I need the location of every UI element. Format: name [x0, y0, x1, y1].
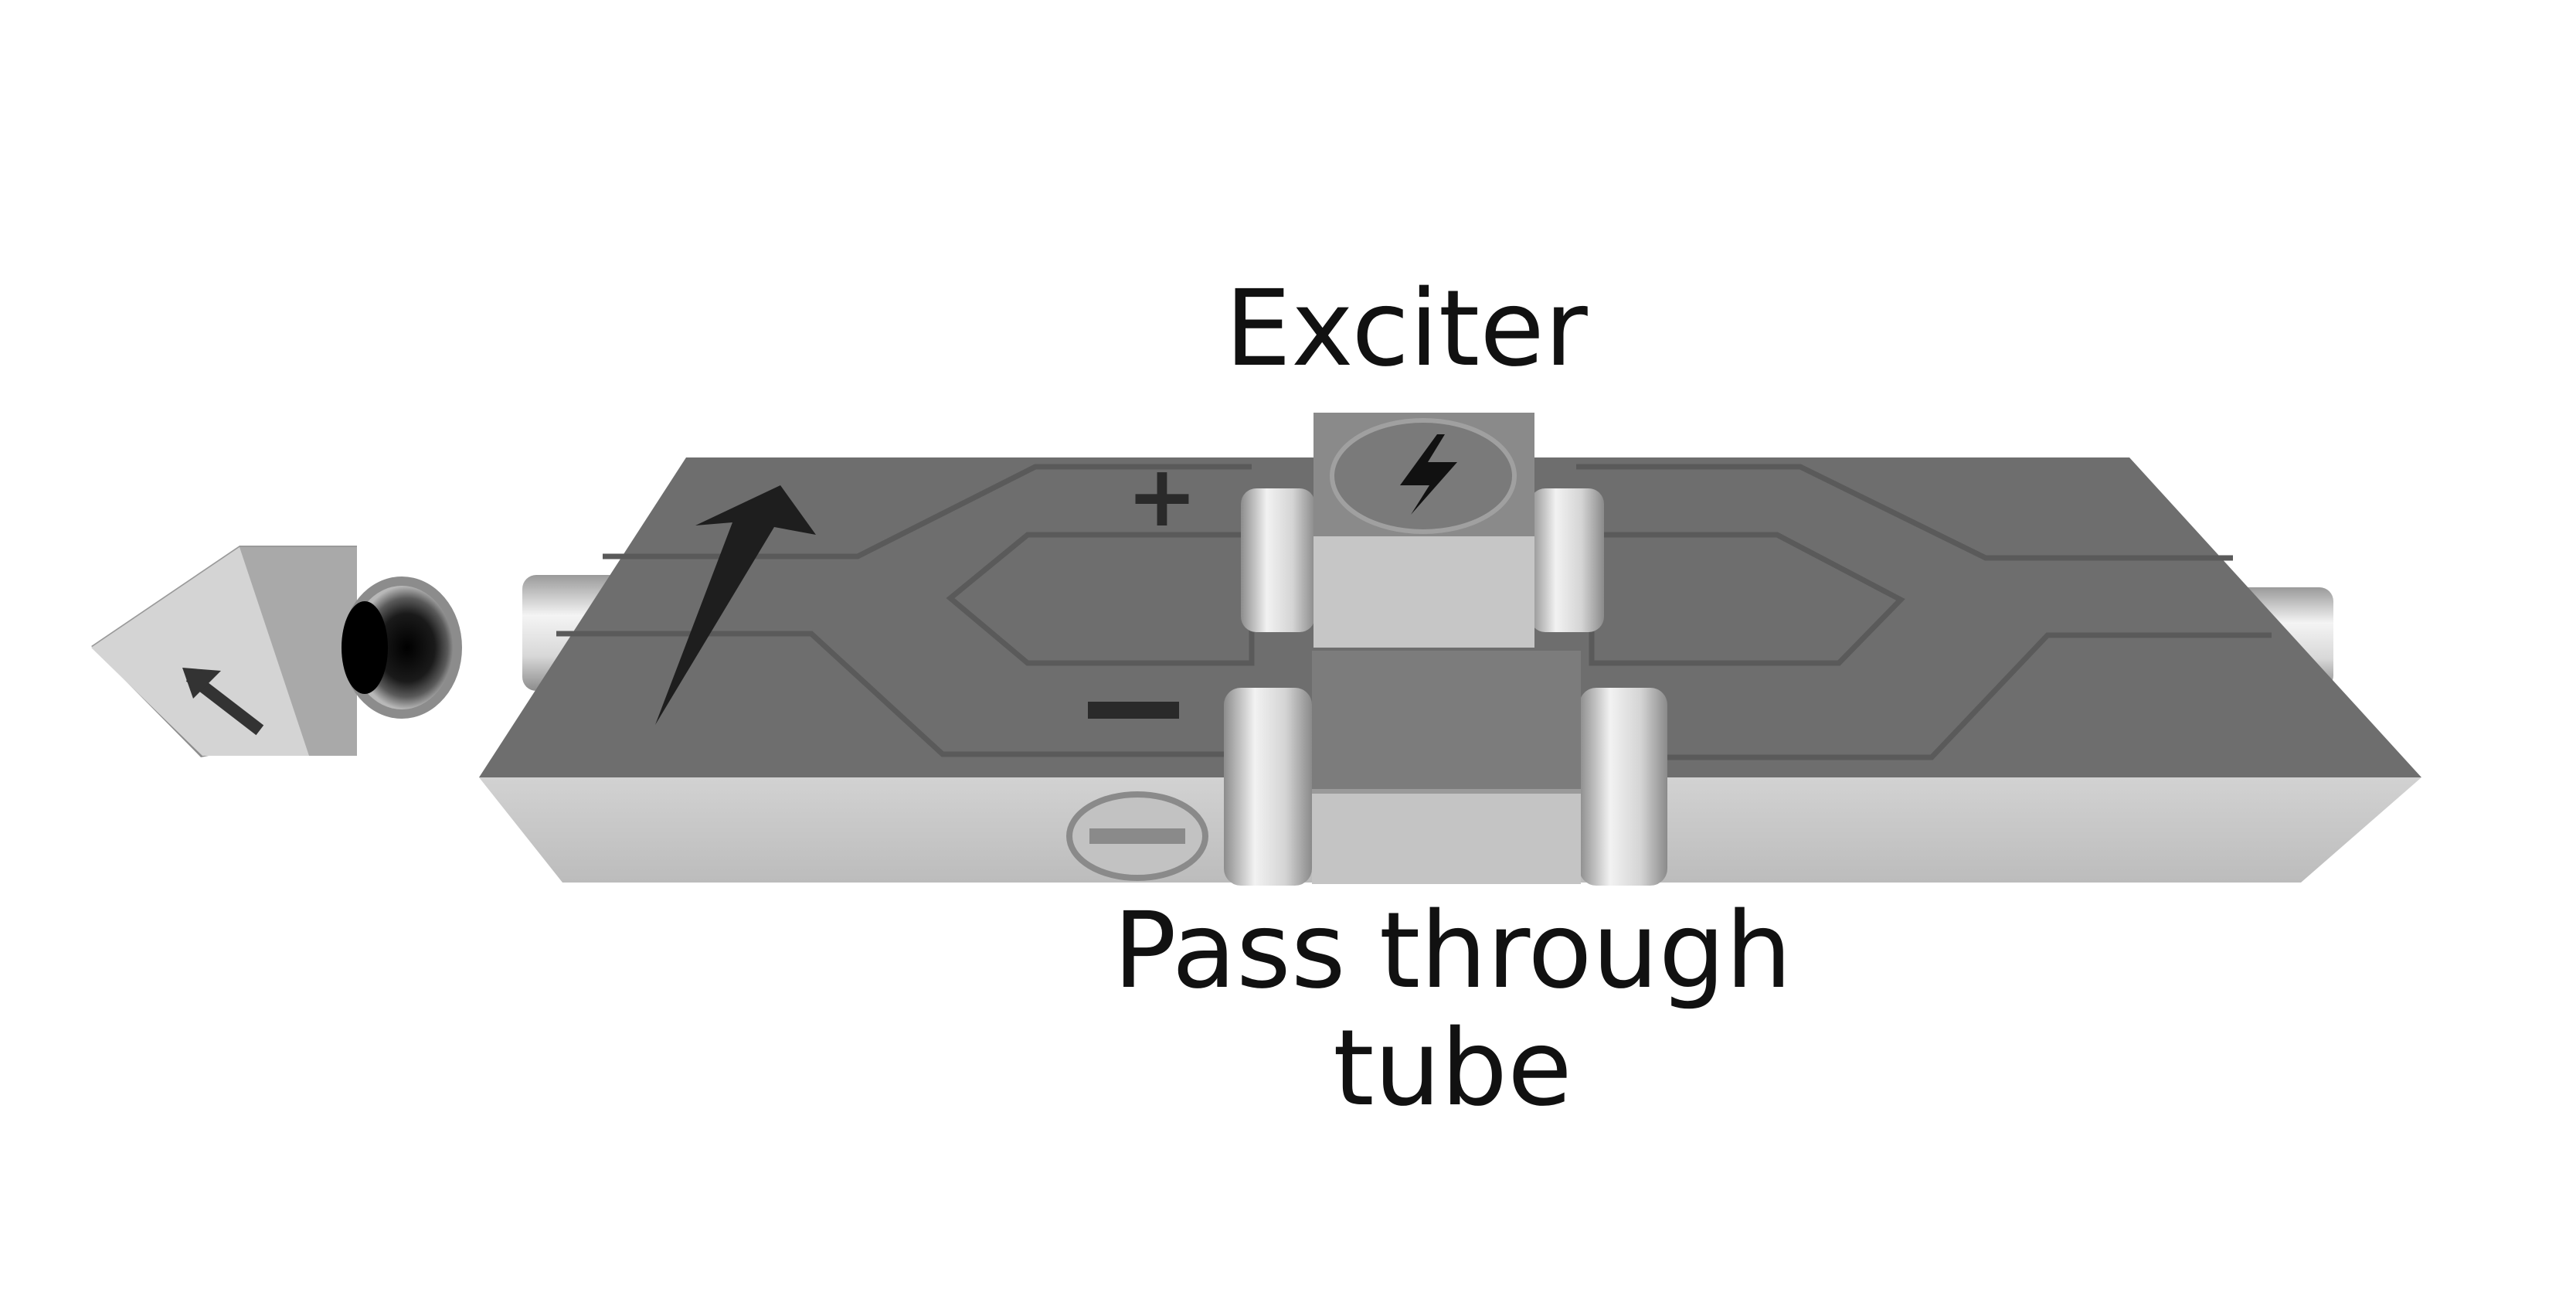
pass-chrome-left [1224, 688, 1312, 886]
pass-through-tube-label-line2: tube [1333, 1008, 1572, 1131]
side-block [91, 546, 462, 757]
pass-through-tube-label-line1: Pass through [1113, 890, 1793, 1012]
side-block-shade [240, 547, 357, 756]
plus-sign: + [1127, 447, 1198, 546]
exciter-module [1241, 413, 1604, 648]
arrow-up-left-icon [182, 668, 264, 736]
lightning-bolt-icon [1400, 434, 1457, 515]
pass-chrome-right [1579, 688, 1667, 886]
minus-circle-icon [1066, 791, 1208, 881]
exciter-chrome-right [1530, 488, 1604, 632]
pass-top [1312, 651, 1581, 793]
exciter-label: Exciter [1225, 268, 1588, 390]
pass-through-module [1224, 651, 1667, 886]
exciter-chrome-left [1241, 488, 1315, 632]
pass-front [1312, 791, 1581, 884]
pass-through-tube-label: Pass through tube [1028, 893, 1878, 1128]
exciter-front [1313, 533, 1534, 648]
arrow-up-right-icon [655, 485, 816, 725]
minus-sign [1088, 702, 1179, 719]
